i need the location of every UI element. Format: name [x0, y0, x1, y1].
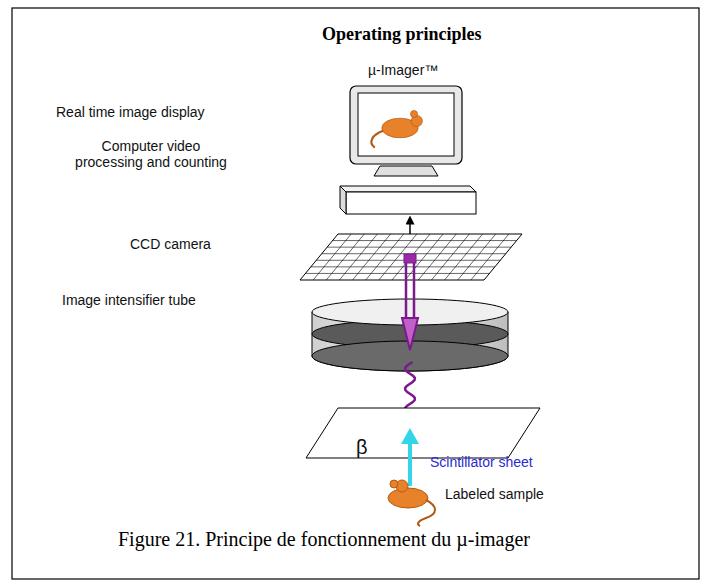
figure-frame [12, 8, 699, 579]
part-label: Scintillator sheet [430, 454, 533, 470]
computer-box [340, 186, 476, 214]
photon-path [402, 254, 418, 424]
part-label: Real time image display [56, 104, 205, 120]
part-label: Computer video processing and counting [66, 138, 236, 170]
mouse-sample [388, 480, 435, 526]
ccd-grid [300, 234, 522, 280]
figure-caption: Figure 21. Principe de fonctionnement du… [118, 528, 530, 551]
part-label: Image intensifier tube [62, 292, 196, 308]
part-label: CCD camera [130, 236, 211, 252]
product-name: µ-Imager™ [368, 62, 438, 78]
beta-arrow-head [401, 428, 419, 444]
beta-arrow [408, 440, 412, 486]
diagram-title: Operating principles [322, 24, 482, 45]
image-intensifier-tube [312, 299, 508, 371]
particle-symbol: β [356, 436, 368, 459]
monitor-icon [350, 86, 462, 176]
part-label: Labeled sample [445, 486, 544, 502]
scintillator-sheet [306, 408, 540, 458]
